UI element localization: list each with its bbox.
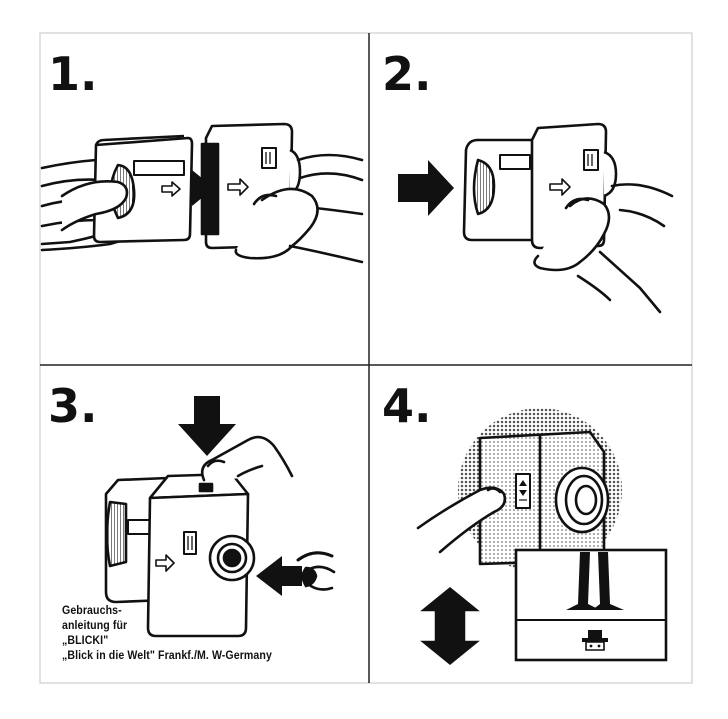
caption-line-3: „BLICKI" (62, 635, 109, 647)
step-number-3: 3. (48, 379, 97, 433)
caption-line-2: anleitung für (62, 620, 128, 632)
camera-closeup (478, 430, 610, 566)
left-thumb-icon (60, 180, 129, 232)
caption-line-1: Gebrauchs- (62, 605, 122, 617)
panel-3: 3. (48, 379, 336, 638)
caption-line-4: „Blick in die Welt" Frankf./M. W-Germany (62, 650, 272, 662)
legs-silhouette-icon (566, 552, 600, 610)
panel-1: 1. (40, 47, 364, 264)
viewfinder-view (514, 548, 668, 662)
view-arrow-icon (256, 556, 302, 596)
press-down-arrow-icon (178, 396, 236, 456)
hand-icon (533, 183, 674, 314)
panel-4: 4. (382, 379, 668, 667)
panel-grid (39, 32, 693, 684)
hat-figure-icon (582, 630, 608, 651)
eye-icon (296, 551, 336, 591)
caption-title: Gebrauchs- anleitung für „BLICKI" „Blick… (62, 604, 272, 664)
camera-assembled (104, 472, 256, 638)
pointing-finger-icon (416, 486, 507, 554)
pressing-finger-icon (200, 435, 294, 482)
panel-2: 2. (382, 47, 674, 314)
push-arrow-icon (398, 160, 454, 216)
up-down-arrow-icon (415, 585, 485, 667)
step-number-2: 2. (382, 47, 431, 101)
right-hand-icon (234, 153, 364, 264)
step-number-4: 4. (382, 379, 431, 433)
step-number-1: 1. (48, 47, 97, 101)
